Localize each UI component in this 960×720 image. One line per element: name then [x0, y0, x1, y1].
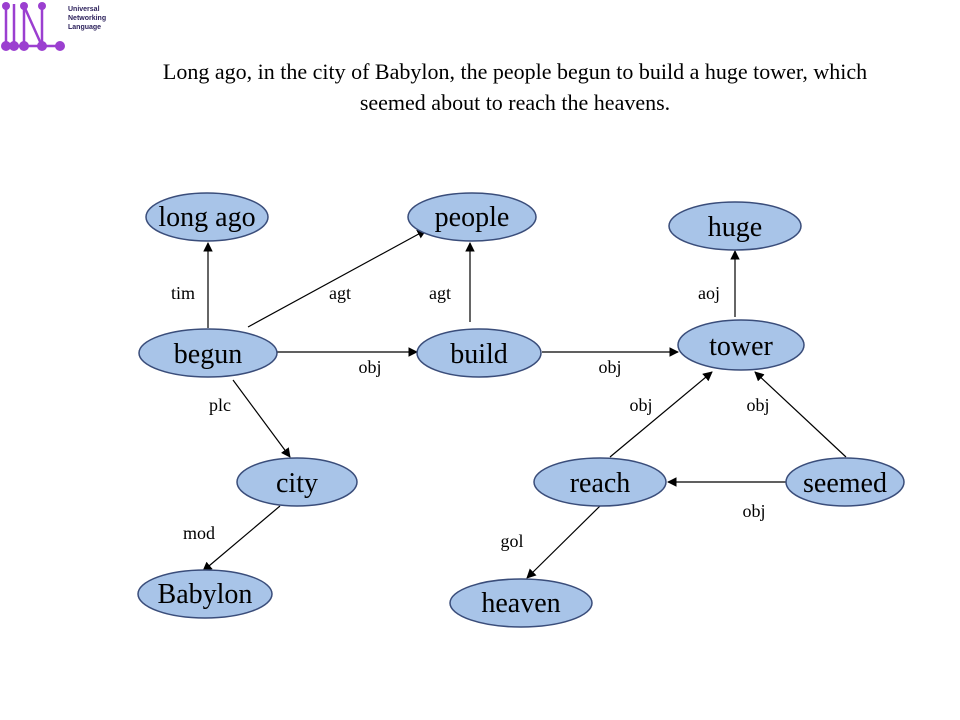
node-begun-label: begun: [174, 339, 242, 370]
label-obj-reach-tower: obj: [629, 395, 652, 415]
edge-obj-reach-tower: [609, 371, 713, 458]
node-city-label: city: [276, 468, 318, 499]
logo-line-2: Networking: [68, 15, 106, 22]
node-seemed-label: seemed: [803, 468, 887, 499]
logo-line-1: Universal: [68, 6, 100, 13]
label-mod: mod: [183, 523, 215, 543]
node-heaven: heaven: [449, 578, 593, 628]
node-huge-label: huge: [708, 212, 762, 243]
node-heaven-label: heaven: [481, 588, 560, 619]
label-agt-build-people: agt: [429, 283, 451, 303]
label-obj-seemed-reach: obj: [742, 501, 765, 521]
node-tower: tower: [677, 319, 805, 371]
label-gol: gol: [500, 531, 523, 551]
node-city: city: [236, 457, 358, 507]
node-build-label: build: [450, 339, 508, 370]
node-tower-label: tower: [709, 331, 773, 362]
node-long-ago: long ago: [145, 192, 269, 242]
label-obj-build-tower: obj: [598, 357, 621, 377]
node-reach: reach: [533, 457, 667, 507]
node-build: build: [416, 328, 542, 378]
edges: [202, 229, 847, 579]
node-begun: begun: [138, 328, 278, 378]
node-seemed: seemed: [785, 457, 905, 507]
label-aoj: aoj: [698, 283, 720, 303]
label-obj-begun-build: obj: [358, 357, 381, 377]
nodes: long ago people huge begun build tower: [137, 192, 905, 628]
node-huge: huge: [668, 201, 802, 251]
edge-gol: [526, 505, 601, 579]
node-babylon: Babylon: [137, 569, 273, 619]
node-people: people: [407, 192, 537, 242]
relation-labels: tim agt agt aoj obj obj plc obj obj obj …: [171, 283, 770, 551]
label-plc: plc: [209, 395, 231, 415]
edge-plc: [232, 379, 291, 458]
node-babylon-label: Babylon: [158, 579, 253, 610]
logo-line-3: Language: [68, 24, 101, 31]
label-obj-seemed-tower: obj: [746, 395, 769, 415]
sentence-text: Long ago, in the city of Babylon, the pe…: [162, 59, 868, 115]
edge-agt-begun-people: [247, 229, 427, 328]
label-agt-begun-people: agt: [329, 283, 351, 303]
node-reach-label: reach: [570, 468, 631, 499]
edge-obj-seemed-tower: [754, 371, 847, 458]
edge-mod: [202, 505, 281, 572]
node-long-ago-label: long ago: [158, 202, 255, 233]
unl-logo: Universal Networking Language: [1, 2, 106, 51]
label-tim: tim: [171, 283, 195, 303]
node-people-label: people: [435, 202, 510, 233]
